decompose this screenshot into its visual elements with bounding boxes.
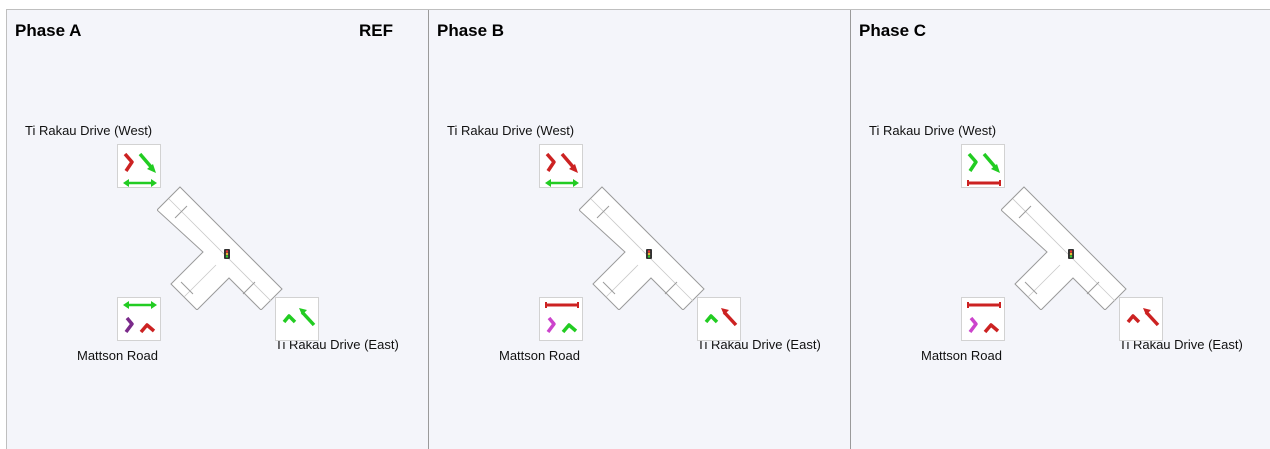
phase-title: Phase C [859, 21, 927, 40]
right-turn-arrow-icon [282, 314, 297, 324]
right-turn-arrow-icon [561, 323, 578, 334]
road-label-mattson: Mattson Road [499, 348, 580, 363]
road-label-west: Ti Rakau Drive (West) [447, 123, 575, 138]
phase-panel-a: Phase A REF Ti Rakau Drive (West) Mattso… [7, 10, 429, 449]
left-turn-arrow-icon [123, 152, 134, 172]
through-arrow-icon [560, 152, 578, 173]
left-turn-arrow-icon [968, 316, 978, 334]
left-turn-arrow-icon [545, 152, 556, 172]
pedestrian-crossing-bar [967, 302, 1001, 308]
traffic-signal-icon [224, 249, 230, 259]
left-turn-arrow-icon [967, 152, 978, 172]
phase-title: Phase A [15, 21, 82, 40]
movement-tile-west [117, 144, 161, 188]
intersection-schematic [1000, 180, 1131, 315]
movement-tile-mattson [117, 297, 161, 341]
pedestrian-crossing-bar [545, 302, 579, 308]
right-turn-arrow-icon [983, 323, 1000, 334]
road-label-mattson: Mattson Road [921, 348, 1002, 363]
through-arrow-icon [1143, 308, 1160, 327]
intersection-schematic [156, 180, 287, 315]
pedestrian-crossing-arrow [123, 179, 157, 187]
through-arrow-icon [299, 308, 316, 327]
left-turn-arrow-icon [124, 316, 134, 334]
left-turn-arrow-icon [546, 316, 556, 334]
phase-panel-c: Phase C Ti Rakau Drive (West) Mattson Ro… [851, 10, 1270, 449]
road-label-west: Ti Rakau Drive (West) [869, 123, 997, 138]
ref-badge: REF [359, 21, 393, 40]
phase-title: Phase B [437, 21, 505, 40]
intersection-schematic [578, 180, 709, 315]
movement-tile-east [1119, 297, 1163, 341]
pedestrian-crossing-arrow [545, 179, 579, 187]
phase-panel-b: Phase B Ti Rakau Drive (West) Mattson Ro… [429, 10, 851, 449]
traffic-signal-icon [1068, 249, 1074, 259]
phase-diagram: Phase A REF Ti Rakau Drive (West) Mattso… [6, 9, 1270, 449]
movement-tile-west [539, 144, 583, 188]
right-turn-arrow-icon [139, 323, 156, 334]
through-arrow-icon [721, 308, 738, 327]
traffic-signal-icon [646, 249, 652, 259]
movement-tile-east [275, 297, 319, 341]
road-label-mattson: Mattson Road [77, 348, 158, 363]
movement-tile-east [697, 297, 741, 341]
movement-tile-mattson [539, 297, 583, 341]
pedestrian-crossing-arrow [123, 301, 157, 309]
movement-tile-west [961, 144, 1005, 188]
movement-tile-mattson [961, 297, 1005, 341]
road-label-west: Ti Rakau Drive (West) [25, 123, 153, 138]
right-turn-arrow-icon [704, 314, 719, 324]
pedestrian-crossing-bar [967, 180, 1001, 186]
through-arrow-icon [138, 152, 156, 173]
through-arrow-icon [982, 152, 1000, 173]
right-turn-arrow-icon [1126, 314, 1141, 324]
